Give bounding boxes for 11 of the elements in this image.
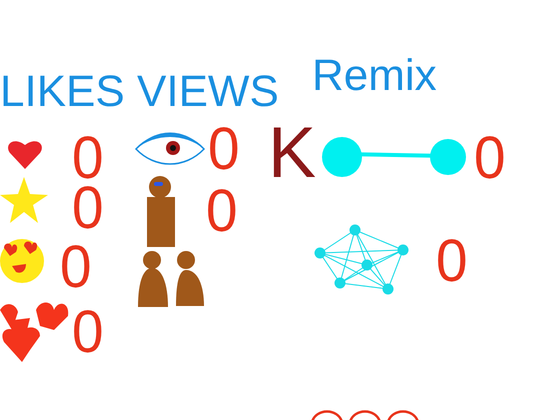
count-digit: 0 [206,181,238,241]
count-digit: 0 [474,128,506,188]
count-digit: 0 [60,237,92,297]
count-digit: 0 [208,119,240,179]
heading: LIKES [0,70,125,114]
letter: K [268,117,316,189]
heading: VIEWS [137,70,279,114]
count-digit: 0 [72,178,104,238]
count-digit: 0 [72,302,104,362]
heading: Remix [312,54,437,98]
count-digit: 0 [436,231,468,291]
